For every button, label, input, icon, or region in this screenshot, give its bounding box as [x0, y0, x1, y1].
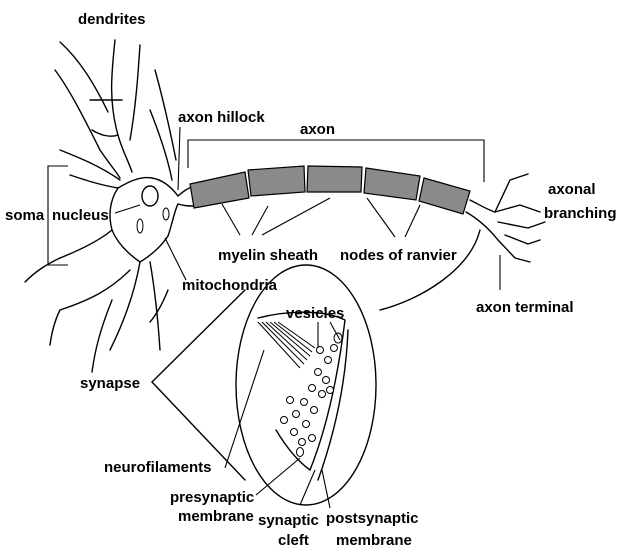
- label-myelin-sheath: myelin sheath: [218, 247, 318, 264]
- label-axonal: axonal: [548, 181, 596, 198]
- label-soma: soma: [5, 207, 45, 224]
- lower-dendrites-drawing: [25, 258, 168, 372]
- label-mitochondria: mitochondria: [182, 277, 278, 294]
- label-axon-hillock: axon hillock: [178, 109, 265, 126]
- label-synaptic-line1: synaptic: [258, 512, 319, 529]
- label-postsynaptic-line1: postsynaptic: [326, 510, 419, 527]
- label-axon: axon: [300, 121, 335, 138]
- fibre-to-synapse: [380, 230, 480, 310]
- label-branching: branching: [544, 205, 617, 222]
- label-postsynaptic-line2: membrane: [336, 532, 412, 549]
- label-nucleus: nucleus: [52, 207, 109, 224]
- label-nodes-of-ranvier: nodes of ranvier: [340, 247, 457, 264]
- label-presynaptic-line2: membrane: [178, 508, 254, 525]
- label-vesicles: vesicles: [286, 305, 344, 322]
- label-presynaptic-line1: presynaptic: [170, 489, 254, 506]
- dendrites-drawing: [55, 40, 176, 188]
- label-dendrites: dendrites: [78, 11, 146, 28]
- label-synaptic-line2: cleft: [278, 532, 309, 549]
- label-axon-terminal: axon terminal: [476, 299, 574, 316]
- label-neurofilaments: neurofilaments: [104, 459, 212, 476]
- label-synapse: synapse: [80, 375, 140, 392]
